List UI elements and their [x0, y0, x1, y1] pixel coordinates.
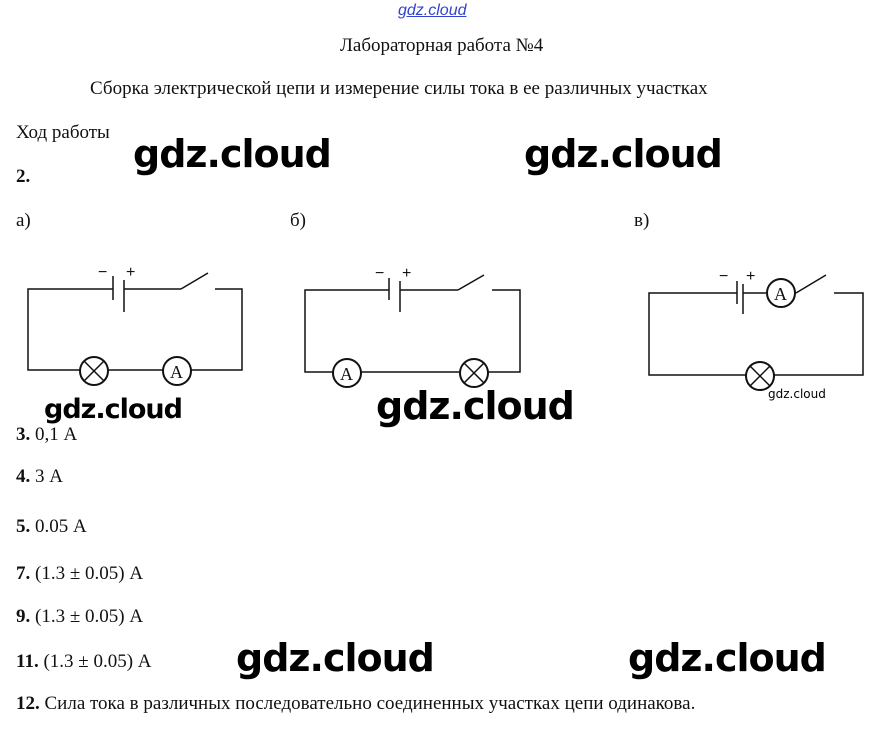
svg-text:A: A	[170, 362, 183, 382]
plus-sign: +	[746, 268, 755, 285]
watermark: gdz.cloud	[628, 636, 827, 680]
minus-sign: −	[375, 265, 384, 282]
answer-12: 12. Сила тока в различных последовательн…	[16, 693, 696, 714]
lamp-icon	[79, 356, 109, 386]
diagram-label-v: в)	[634, 210, 650, 231]
svg-text:A: A	[340, 364, 353, 384]
circuit-a: − + A	[27, 264, 243, 386]
watermark: gdz.cloud	[133, 132, 332, 176]
section-heading: Ход работы	[16, 122, 110, 143]
page-title: Лабораторная работа №4	[340, 35, 544, 56]
answer-11: 11. (1.3 ± 0.05) А	[16, 651, 152, 672]
answer-3: 3. 0,1 А	[16, 424, 78, 445]
svg-text:A: A	[774, 284, 787, 304]
site-link[interactable]: gdz.cloud	[398, 2, 467, 19]
answer-7: 7. (1.3 ± 0.05) А	[16, 563, 144, 584]
ammeter-icon: A	[332, 358, 362, 388]
diagram-label-b: б)	[290, 210, 306, 231]
item-number: 2.	[16, 166, 31, 187]
ammeter-icon: A	[766, 278, 796, 308]
minus-sign: −	[719, 268, 728, 285]
ammeter-icon: A	[162, 356, 192, 386]
circuit-v: − + A	[648, 268, 864, 391]
answer-5: 5. 0.05 А	[16, 516, 87, 537]
plus-sign: +	[402, 265, 411, 282]
lamp-icon	[745, 361, 775, 391]
watermark: gdz.cloud	[524, 132, 723, 176]
watermark: gdz.cloud	[376, 384, 575, 428]
plus-sign: +	[126, 264, 135, 281]
item-2: 2.	[16, 166, 30, 188]
circuit-b: − + A	[304, 265, 521, 388]
answer-9: 9. (1.3 ± 0.05) А	[16, 606, 144, 627]
watermark: gdz.cloud	[768, 387, 826, 401]
watermark: gdz.cloud	[236, 636, 435, 680]
answer-4: 4. 3 А	[16, 466, 63, 487]
page-subtitle: Сборка электрической цепи и измерение си…	[90, 78, 708, 99]
diagram-label-a: а)	[16, 210, 31, 231]
minus-sign: −	[98, 264, 107, 281]
lamp-icon	[459, 358, 489, 388]
watermark: gdz.cloud	[44, 394, 183, 425]
